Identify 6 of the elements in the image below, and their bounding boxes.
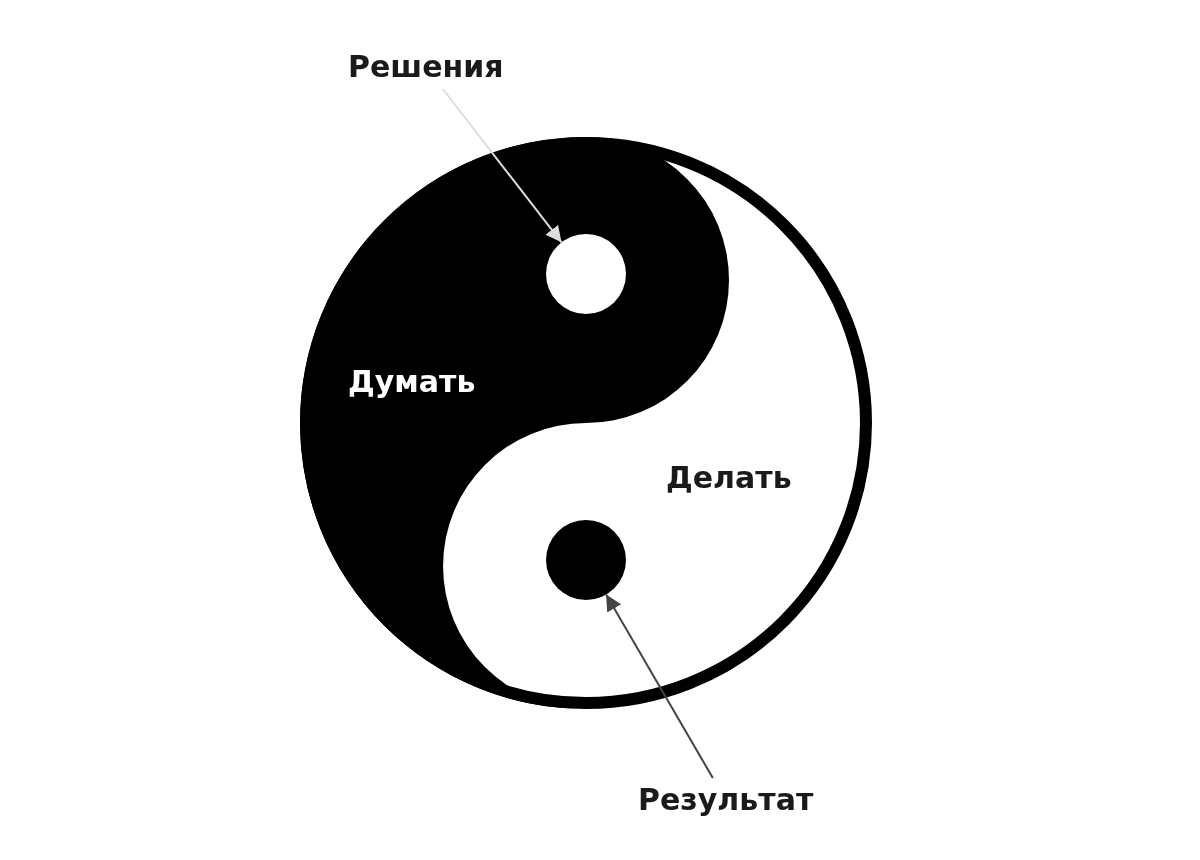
- region-label: Делать: [666, 460, 792, 496]
- callout-label: Решения: [348, 49, 504, 85]
- region-label: Думать: [348, 364, 476, 400]
- arrow: [605, 593, 714, 779]
- arrow: [441, 88, 563, 244]
- callout-label: Результат: [638, 782, 814, 818]
